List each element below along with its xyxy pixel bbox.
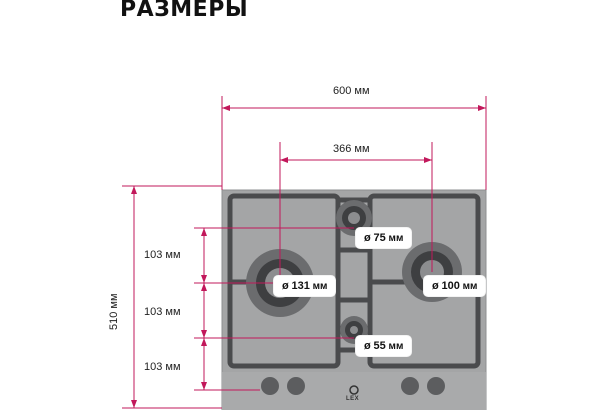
dimension-row-2: 103 мм: [144, 306, 181, 318]
dimension-arrows: [131, 105, 486, 408]
burner-left-diameter-label: ø 131 мм: [274, 276, 336, 296]
knob-4: [427, 377, 445, 395]
knob-1: [261, 377, 279, 395]
burner-top: [336, 200, 372, 236]
burner-right-diameter-label: ø 100 мм: [424, 276, 486, 296]
knob-3: [401, 377, 419, 395]
control-knobs: [261, 377, 445, 395]
brand-logo-icon: [349, 385, 359, 395]
dimension-depth-total: 510 мм: [108, 293, 120, 330]
dimension-row-3: 103 мм: [144, 361, 181, 373]
dimension-row-1: 103 мм: [144, 249, 181, 261]
dimension-lines: [122, 96, 487, 409]
dimension-width-total: 600 мм: [333, 85, 370, 97]
burner-top-diameter-label: ø 75 мм: [356, 228, 412, 248]
burner-bottom-diameter-label: ø 55 мм: [356, 336, 412, 356]
brand-logo-text: LEX: [346, 396, 360, 402]
hob-control-strip: [222, 372, 486, 410]
page-title: РАЗМЕРЫ: [120, 0, 249, 22]
knob-2: [287, 377, 305, 395]
dimension-burner-spacing: 366 мм: [333, 143, 370, 155]
